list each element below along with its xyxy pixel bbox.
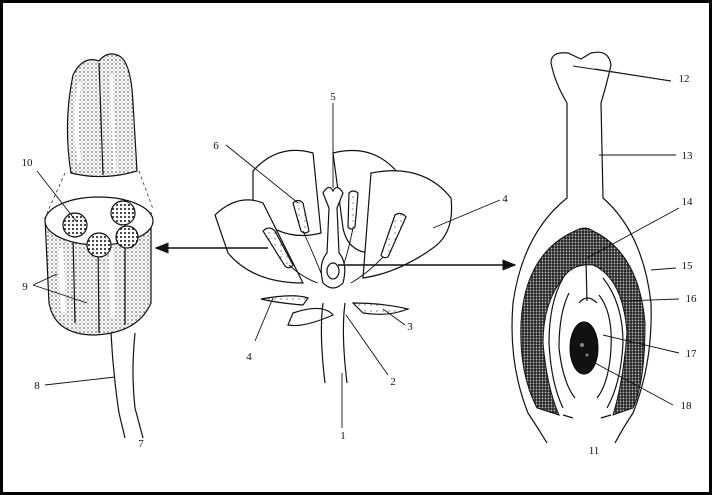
embryo-sac [570,322,598,374]
label-14: 14 [682,196,694,208]
label-10: 10 [22,157,34,169]
label-16: 16 [686,293,698,305]
label-11: 11 [589,445,600,457]
label-17: 17 [686,348,698,360]
anther-body [45,197,153,335]
anther-top [67,54,137,177]
label-18: 18 [681,400,693,412]
label-15: 15 [682,260,694,272]
label-4-right: 4 [502,193,508,205]
stamen-drawing [45,54,153,438]
label-8: 8 [34,380,40,392]
filament [111,333,143,438]
label-1: 1 [340,430,346,442]
label-4-left: 4 [246,351,252,363]
label-3: 3 [407,321,413,333]
pistil-section-drawing [512,52,651,443]
label-13: 13 [682,150,694,162]
flower-anatomy-diagram: 1 2 3 4 4 5 6 7 8 9 10 11 12 13 14 15 16… [3,3,709,492]
label-9: 9 [22,281,28,293]
label-2: 2 [390,376,396,388]
label-6: 6 [213,140,219,152]
label-7: 7 [138,438,144,450]
label-12: 12 [679,73,690,85]
label-5: 5 [330,91,336,103]
